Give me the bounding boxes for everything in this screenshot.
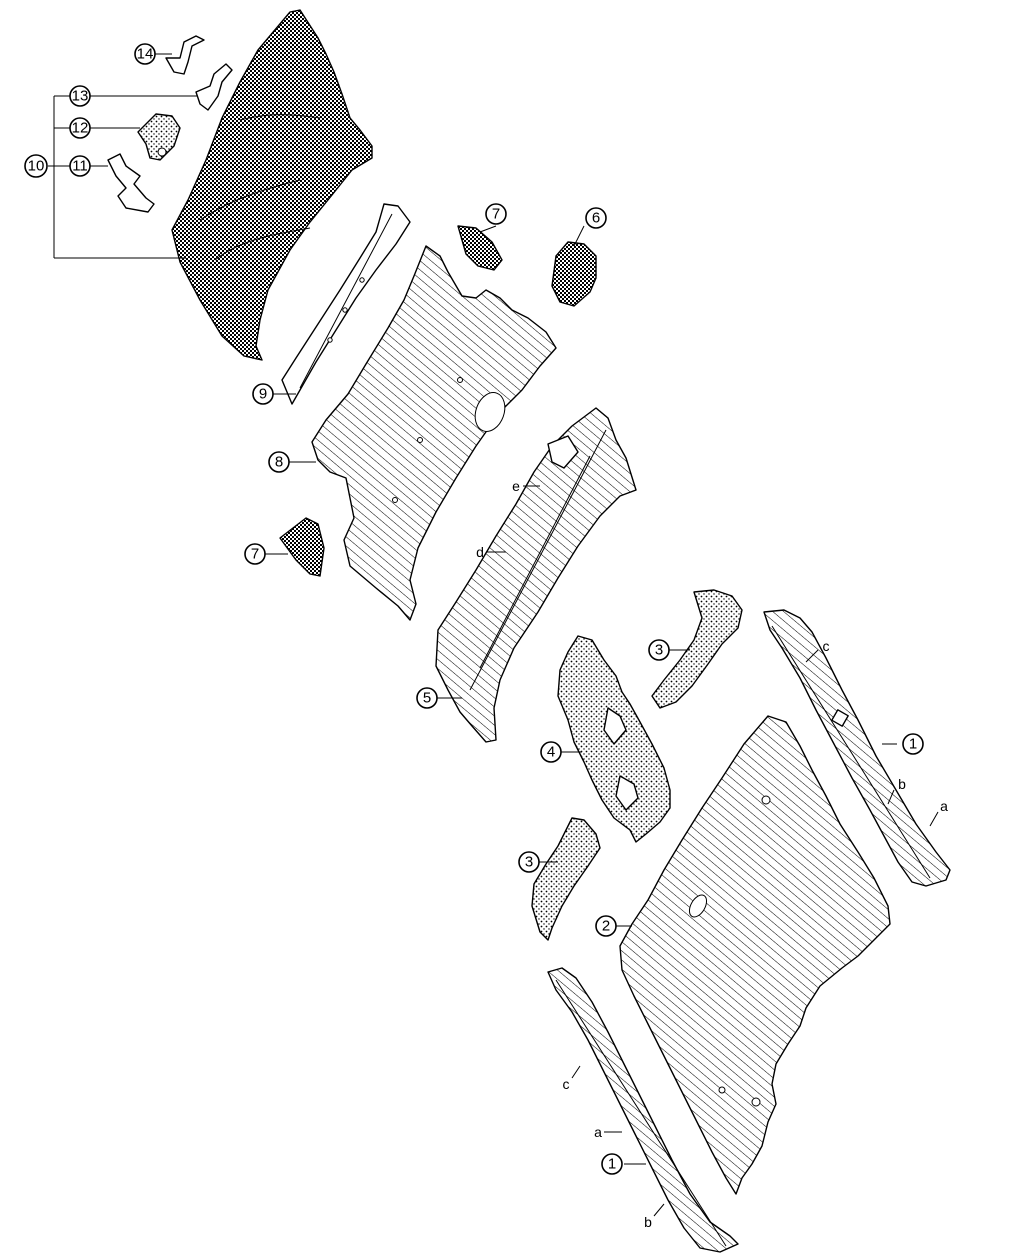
callout-3-upper: 3 — [648, 639, 670, 661]
callout-7-lower-label: 7 — [251, 546, 259, 563]
callout-7-upper: 7 — [485, 203, 507, 225]
callout-13-label: 13 — [72, 88, 89, 105]
part-9-crossmember — [281, 203, 411, 405]
callout-6: 6 — [585, 207, 607, 229]
part-5-tunnel-panel — [435, 407, 637, 743]
part-2-front-floor-panel — [619, 715, 891, 1195]
callout-11: 11 — [69, 155, 91, 177]
callout-8-label: 8 — [275, 454, 283, 471]
callout-7-lower: 7 — [244, 543, 266, 565]
part-10-rear-floor-panel — [171, 9, 373, 361]
part-14-bracket — [165, 35, 205, 75]
label-a-left: a — [594, 1124, 602, 1140]
label-c-left: c — [563, 1076, 570, 1092]
callout-10: 10 — [24, 154, 48, 178]
callout-9: 9 — [252, 383, 274, 405]
callout-12: 12 — [69, 117, 91, 139]
label-b-left: b — [644, 1214, 652, 1230]
callout-2: 2 — [595, 915, 617, 937]
callout-3-lower-label: 3 — [525, 854, 533, 871]
label-b-right: b — [898, 776, 906, 792]
callout-13: 13 — [69, 85, 91, 107]
callout-5-label: 5 — [423, 690, 431, 707]
part-11-bracket — [107, 153, 155, 213]
part-12-bracket — [137, 113, 181, 161]
part-13-bracket — [195, 63, 233, 111]
leader-lines — [48, 53, 897, 1165]
callout-10-label: 10 — [28, 158, 45, 175]
callout-1-right-label: 1 — [909, 736, 917, 753]
label-e: e — [512, 478, 520, 494]
label-d: d — [476, 544, 484, 560]
part-3-bracket-lower — [531, 817, 601, 941]
callout-8: 8 — [268, 451, 290, 473]
callout-1-left-label: 1 — [608, 1156, 616, 1173]
part-1-side-sill-left — [547, 967, 739, 1253]
callout-14-label: 14 — [137, 46, 154, 63]
callout-3-lower: 3 — [518, 851, 540, 873]
callout-9-label: 9 — [259, 386, 267, 403]
part-7-gusset-lower — [279, 517, 325, 577]
callout-3-upper-label: 3 — [655, 642, 663, 659]
reference-arrows — [487, 485, 939, 1217]
callout-11-label: 11 — [72, 158, 88, 175]
callout-4: 4 — [540, 741, 562, 763]
part-1-side-sill-right — [763, 609, 951, 887]
callout-1-left: 1 — [601, 1153, 623, 1175]
callout-5: 5 — [416, 687, 438, 709]
part-7-gusset-upper — [457, 225, 503, 271]
callout-4-label: 4 — [547, 744, 555, 761]
callout-2-label: 2 — [602, 918, 610, 935]
callout-7-upper-label: 7 — [492, 206, 500, 223]
part-6-round-plate — [551, 241, 597, 307]
label-c-right: c — [823, 638, 830, 654]
label-a-right: a — [940, 798, 948, 814]
part-4-reinforcement — [557, 635, 671, 843]
callout-12-label: 12 — [72, 120, 89, 137]
callout-6-label: 6 — [592, 210, 600, 227]
callout-1-right: 1 — [902, 733, 924, 755]
callout-14: 14 — [134, 43, 156, 65]
part-8-middle-floor-panel — [311, 245, 557, 621]
